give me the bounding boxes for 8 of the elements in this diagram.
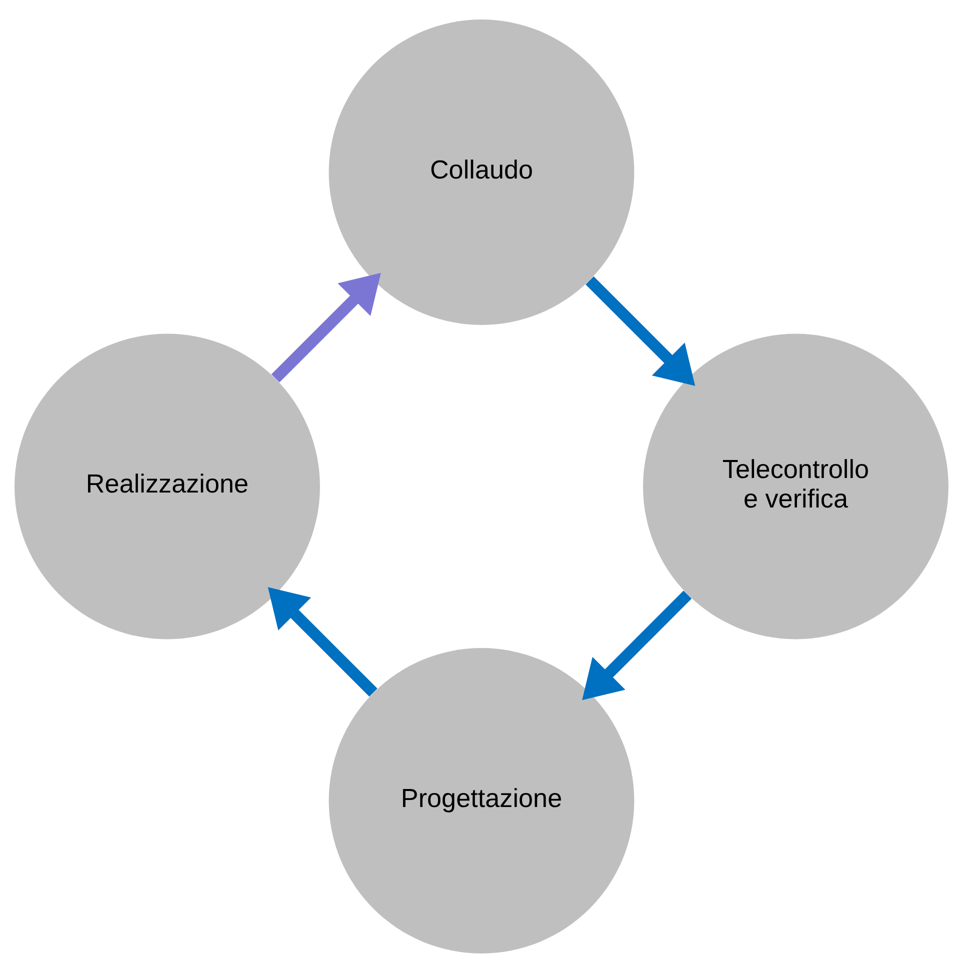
node-circle: Telecontrollo e verifica — [643, 333, 948, 639]
node-circle: Progettazione — [328, 648, 634, 953]
node-circle: Collaudo — [328, 19, 634, 324]
arrow — [271, 272, 381, 382]
arrow — [582, 590, 692, 700]
arrow — [268, 586, 378, 696]
node-circle: Realizzazione — [14, 333, 320, 639]
arrow — [586, 276, 696, 386]
